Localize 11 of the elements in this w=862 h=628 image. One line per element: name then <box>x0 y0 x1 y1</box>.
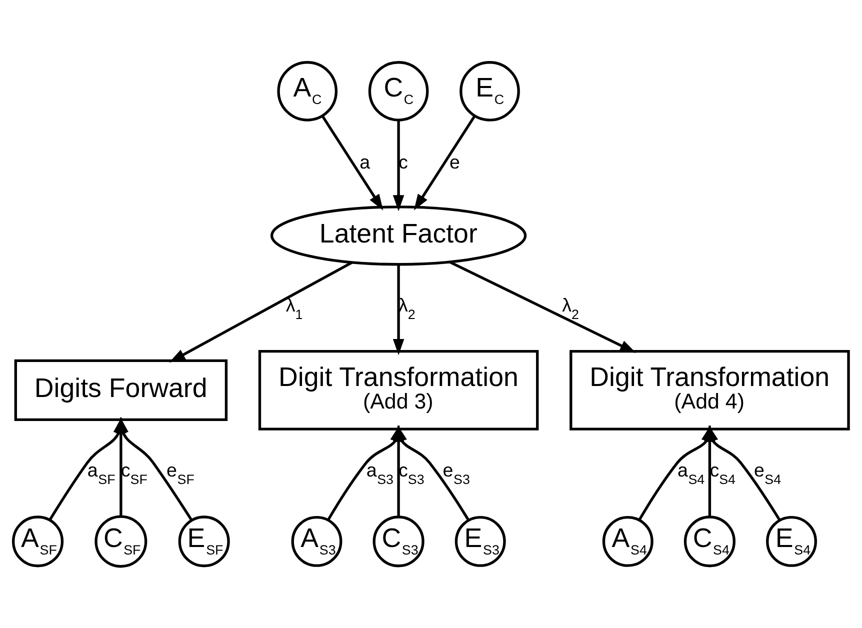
edge-label: e <box>450 151 460 172</box>
edge-label: a$_{S3}$ <box>366 458 394 486</box>
edge-label: c$_{SF}$ <box>120 458 148 486</box>
edge-label: e$_{S3}$ <box>442 458 470 486</box>
edge-label: λ$_{2}$ <box>562 294 580 322</box>
edge-label: a$_{S4}$ <box>678 458 705 486</box>
edge-label: a <box>360 151 370 172</box>
edge-label: λ$_{1}$ <box>286 294 303 322</box>
edge-label: a$_{SF}$ <box>87 458 116 486</box>
edge-label: e$_{S4}$ <box>754 458 782 486</box>
edge-label: e$_{SF}$ <box>166 458 194 486</box>
